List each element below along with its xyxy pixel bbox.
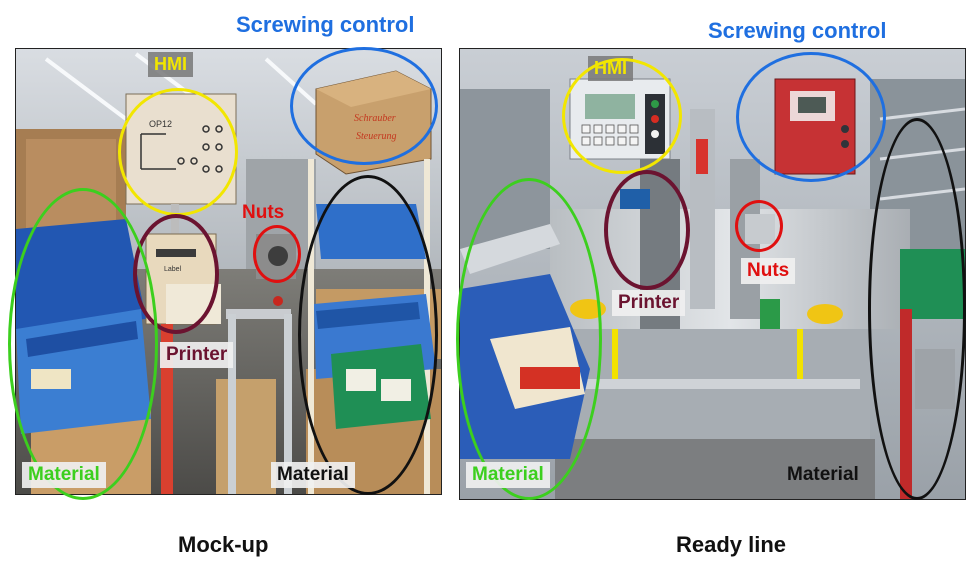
ready-material-left-label: Material [466, 462, 550, 488]
mockup-material-left-label: Material [22, 462, 106, 488]
mockup-hmi-label: HMI [148, 52, 193, 77]
ready-screwing-ring [736, 52, 886, 182]
mockup-nuts-ring [253, 225, 301, 283]
ready-material-right-ring [868, 118, 966, 500]
mockup-hmi-ring [118, 88, 238, 216]
ready-nuts-label: Nuts [741, 258, 796, 284]
mockup-screwing-ring [290, 47, 438, 165]
mockup-screwing-label: Screwing control [236, 12, 415, 37]
mockup-material-right-label: Material [271, 462, 355, 488]
ready-line-caption: Ready line [676, 532, 787, 557]
ready-hmi-ring [562, 58, 682, 174]
ready-screwing-label: Screwing control [708, 18, 887, 43]
mockup-printer-label: Printer [160, 342, 234, 368]
ready-nuts-ring [735, 200, 783, 252]
mockup-nuts-label: Nuts [242, 202, 285, 223]
ready-printer-label: Printer [612, 290, 686, 316]
ready-material-left-ring [456, 178, 602, 500]
mockup-material-left-ring [8, 188, 158, 500]
ready-printer-ring [604, 170, 690, 290]
mockup-caption: Mock-up [178, 532, 269, 557]
mockup-material-right-ring [298, 175, 438, 495]
ready-material-right-label: Material [787, 464, 859, 485]
